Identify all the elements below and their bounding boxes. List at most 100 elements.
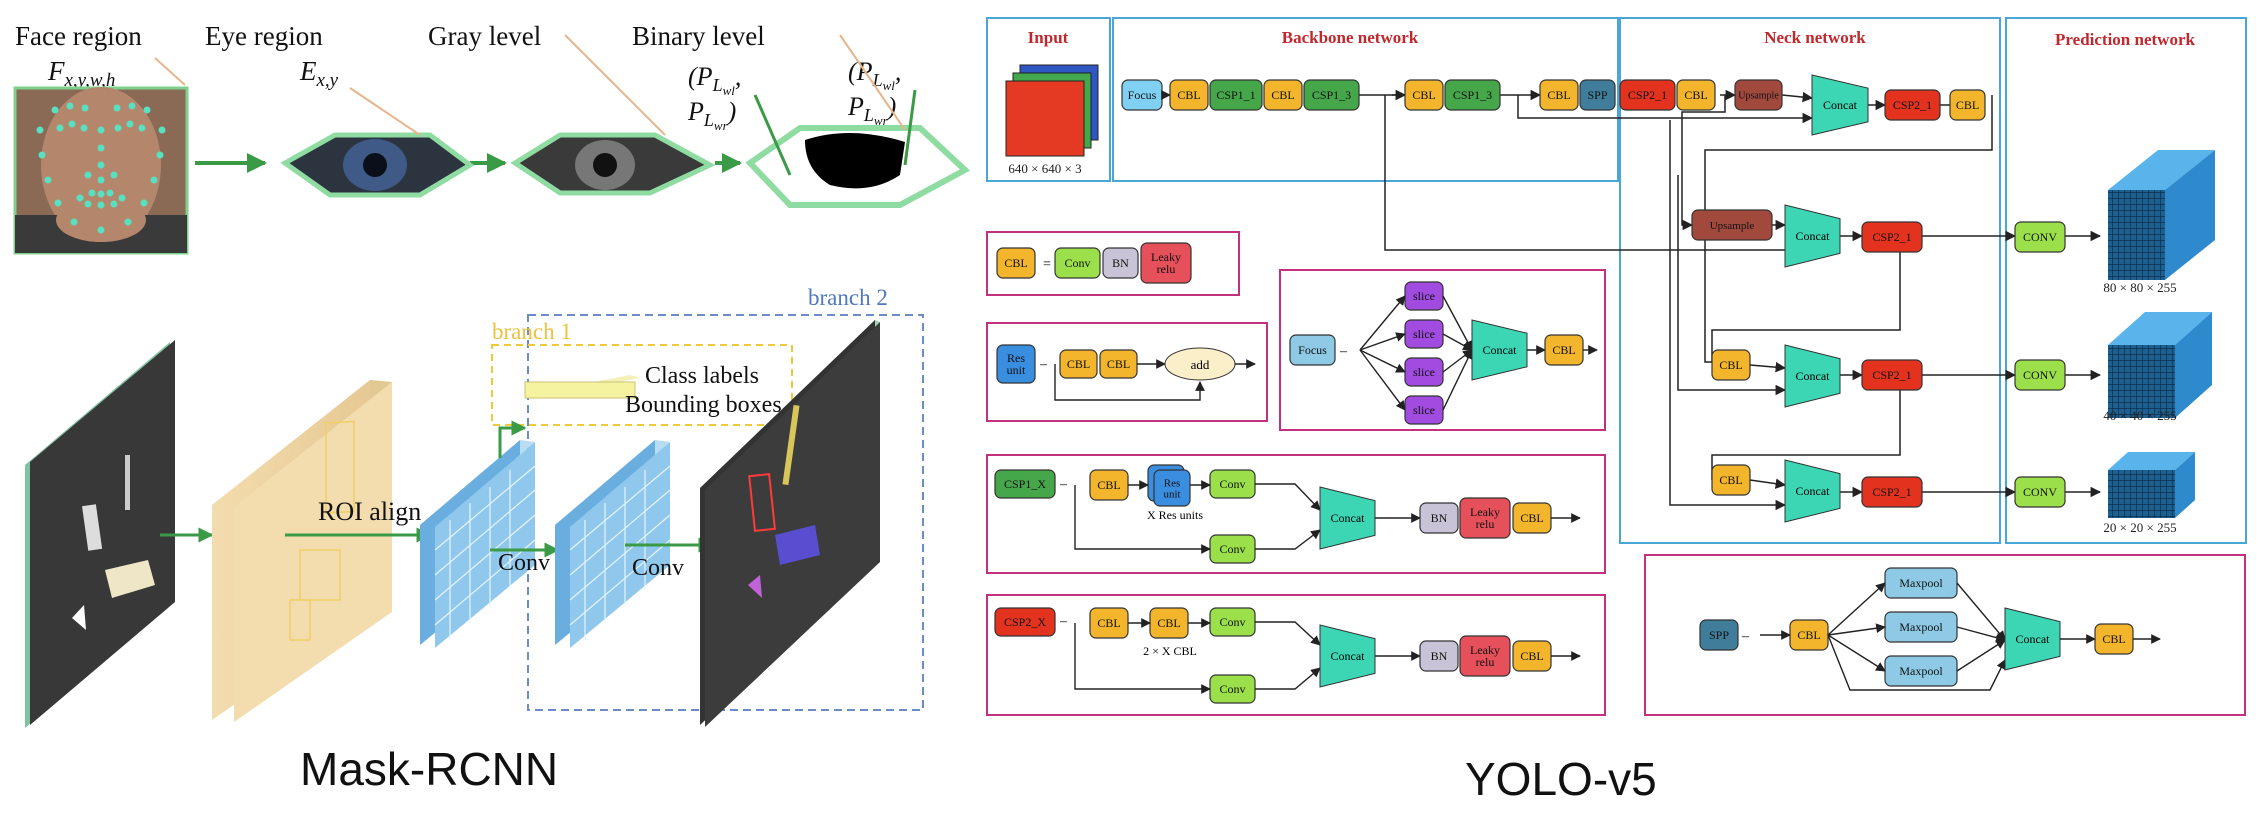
svg-text:Leaky: Leaky: [1470, 505, 1500, 519]
concat-block: Concat: [1784, 204, 1841, 268]
svg-text:Concat: Concat: [1796, 229, 1831, 243]
svg-text:Maxpool: Maxpool: [1899, 664, 1943, 678]
slice-out: [1442, 349, 1473, 373]
svg-text:relu: relu: [1476, 517, 1495, 531]
output-cube-40: [2108, 312, 2212, 418]
svg-text:Leaky: Leaky: [1470, 643, 1500, 657]
svg-text:Conv: Conv: [1219, 477, 1245, 491]
conv-label-1: Conv: [498, 550, 550, 576]
l: [1255, 667, 1321, 690]
bounding-boxes-label: Bounding boxes: [625, 392, 782, 418]
slice-out: [1442, 333, 1473, 351]
prediction-section: [2005, 17, 2247, 544]
p-lwl-label-1: (PLwl, PLwr): [687, 62, 741, 133]
legend-cbl: CBL: [1059, 349, 1098, 379]
svg-text:Maxpool: Maxpool: [1899, 576, 1943, 590]
svg-text:CBL: CBL: [1547, 88, 1570, 102]
csp2-1-block: CSP2_1: [1861, 221, 1923, 253]
focus-block: Focus: [1121, 79, 1163, 111]
l: [1956, 582, 2006, 641]
conv-out-block: CONV: [2014, 221, 2066, 253]
svg-text:BN: BN: [1112, 256, 1129, 270]
svg-text:CSP1_1: CSP1_1: [1216, 88, 1255, 102]
svg-text:BN: BN: [1431, 649, 1448, 663]
legend-cbl: CBL: [1789, 619, 1829, 651]
svg-text:CONV: CONV: [2023, 230, 2057, 244]
output-size-80: 80 × 80 × 255: [2103, 280, 2176, 295]
svg-text:Concat: Concat: [1823, 98, 1858, 112]
legend-conv: Conv: [1209, 534, 1256, 564]
backbone-section: [1112, 17, 1619, 182]
svg-text:relu: relu: [1157, 262, 1176, 276]
branch-2-label: branch 2: [808, 285, 888, 310]
yolo-v5-diagram: Input Backbone network Neck network Pred…: [986, 17, 2247, 805]
legend-bn: BN: [1419, 502, 1459, 534]
input-image-stack: [1005, 64, 1099, 157]
cbl-block: CBL: [1263, 79, 1303, 111]
legend-bn: BN: [1102, 247, 1139, 279]
svg-text:Res: Res: [1007, 351, 1025, 365]
slice-in: [1359, 349, 1406, 373]
svg-text:CBL: CBL: [1797, 628, 1820, 642]
legend-slice: slice: [1404, 319, 1444, 349]
legend-cbl: CBL: [1089, 469, 1129, 501]
legend-equals: =: [1043, 257, 1051, 272]
legend-csp1-x: CSP1_X: [994, 469, 1056, 499]
yolo-title: YOLO-v5: [1465, 753, 1657, 805]
svg-text:Leaky: Leaky: [1151, 250, 1181, 264]
cbl-block: CBL: [1404, 79, 1444, 111]
legend-dash: –: [1339, 344, 1348, 359]
cbl-block: CBL: [1711, 349, 1751, 381]
legend-concat: Concat: [1319, 486, 1376, 550]
svg-text:Concat: Concat: [1331, 649, 1366, 663]
svg-text:CSP1_3: CSP1_3: [1453, 88, 1492, 102]
svg-text:CBL: CBL: [1719, 473, 1742, 487]
res-skip: [1054, 364, 1205, 401]
class-labels-label: Class labels: [645, 363, 759, 389]
conv-grid-1: [420, 440, 536, 648]
svg-text:slice: slice: [1413, 289, 1435, 303]
svg-text:CBL: CBL: [1107, 357, 1130, 371]
svg-text:unit: unit: [1163, 488, 1180, 500]
csp2-1-block: CSP2_1: [1619, 79, 1676, 111]
input-title: Input: [1028, 28, 1069, 47]
legend-conv: Conv: [1054, 247, 1101, 279]
slice-out: [1442, 295, 1473, 351]
csp2-1-block: CSP2_1: [1884, 89, 1941, 121]
svg-text:CSP2_X: CSP2_X: [1004, 615, 1046, 629]
csp1-3-block: CSP1_3: [1444, 79, 1501, 111]
csp2-1-block: CSP2_1: [1861, 359, 1923, 391]
legend-cbl-frame: [986, 231, 1240, 296]
cbl-block: CBL: [1949, 89, 1986, 121]
legend-csp2-x: CSP2_X: [994, 607, 1056, 637]
input-image-panel: [25, 340, 175, 728]
legend-conv: Conv: [1209, 469, 1256, 499]
neck-section: [1619, 17, 2001, 544]
l: [1074, 485, 1211, 554]
svg-text:Maxpool: Maxpool: [1899, 620, 1943, 634]
svg-text:CBL: CBL: [1412, 88, 1435, 102]
svg-text:CONV: CONV: [2023, 368, 2057, 382]
legend-focus-frame: [1279, 269, 1606, 431]
output-size-20: 20 × 20 × 255: [2103, 520, 2176, 535]
svg-text:relu: relu: [1476, 655, 1495, 669]
svg-text:SPP: SPP: [1587, 88, 1607, 102]
face-region-var: Fx,y,w,h: [47, 56, 115, 91]
concat-block: Concat: [1784, 344, 1841, 408]
l: [1255, 529, 1321, 550]
legend-two-x-cbl: 2 × X CBL: [1143, 644, 1197, 658]
eye-region-var: Ex,y: [299, 56, 339, 91]
spp-block: SPP: [1579, 79, 1616, 111]
l: [1827, 634, 2006, 691]
fc-layer-bar: [524, 375, 640, 399]
p-lwl-label-2: (PLwl, PLwr): [847, 57, 901, 128]
output-image-panel: [700, 320, 880, 727]
output-cube-20: [2108, 452, 2195, 518]
svg-text:CBL: CBL: [1271, 88, 1294, 102]
svg-text:add: add: [1191, 357, 1210, 372]
svg-text:CBL: CBL: [1956, 98, 1979, 112]
face-photo: [13, 86, 189, 255]
